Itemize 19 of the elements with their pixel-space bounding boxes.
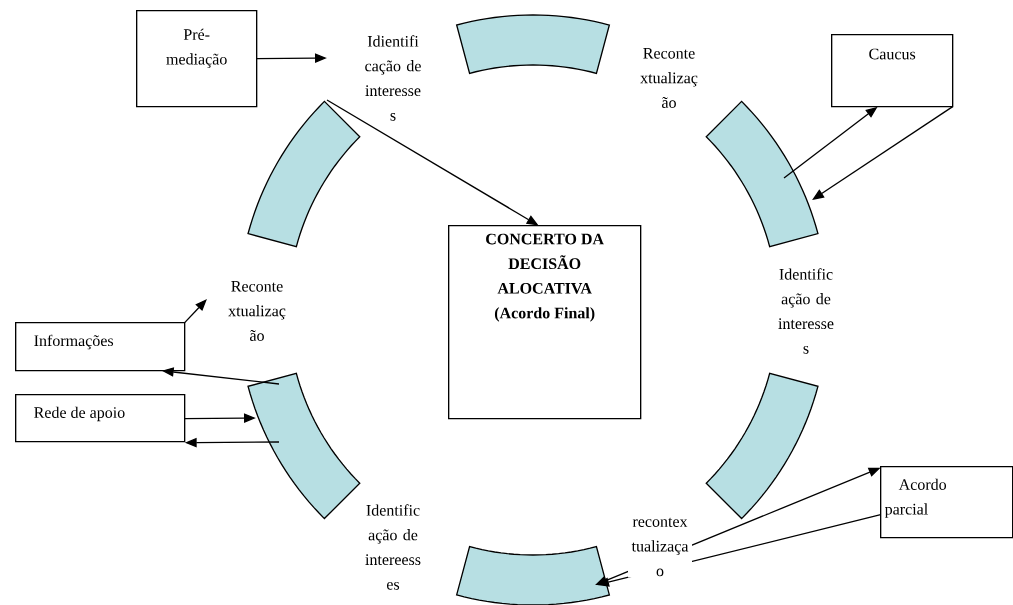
arrow [812, 106, 954, 200]
stage-label: Identific ação de interesse s [774, 266, 838, 356]
central-box: CONCERTO DA DECISÃO ALOCATIVA (Acordo Final) [448, 225, 642, 420]
process-box: Acordo parcial [880, 466, 1013, 539]
process-box: Informações [15, 322, 186, 372]
process-box: Pré-mediação [136, 10, 258, 108]
process-box: Caucus [831, 34, 954, 108]
arc-segment [247, 100, 361, 248]
stage-label: Reconte xtualizaç ão [228, 281, 286, 341]
arc-segment [455, 14, 611, 75]
arc-segment [705, 100, 819, 248]
arrow [184, 299, 207, 324]
stage-label: Reconte xtualizaç ão [637, 46, 701, 110]
stage-label: Idientifi cação de interesse s [365, 35, 421, 121]
arc-segment [705, 372, 819, 520]
process-box: Rede de apoio [15, 394, 186, 443]
stage-label: recontex tualizaça o [628, 516, 692, 578]
stage-label: Identific ação de intereess es [361, 502, 425, 592]
arc-segment [247, 372, 361, 520]
